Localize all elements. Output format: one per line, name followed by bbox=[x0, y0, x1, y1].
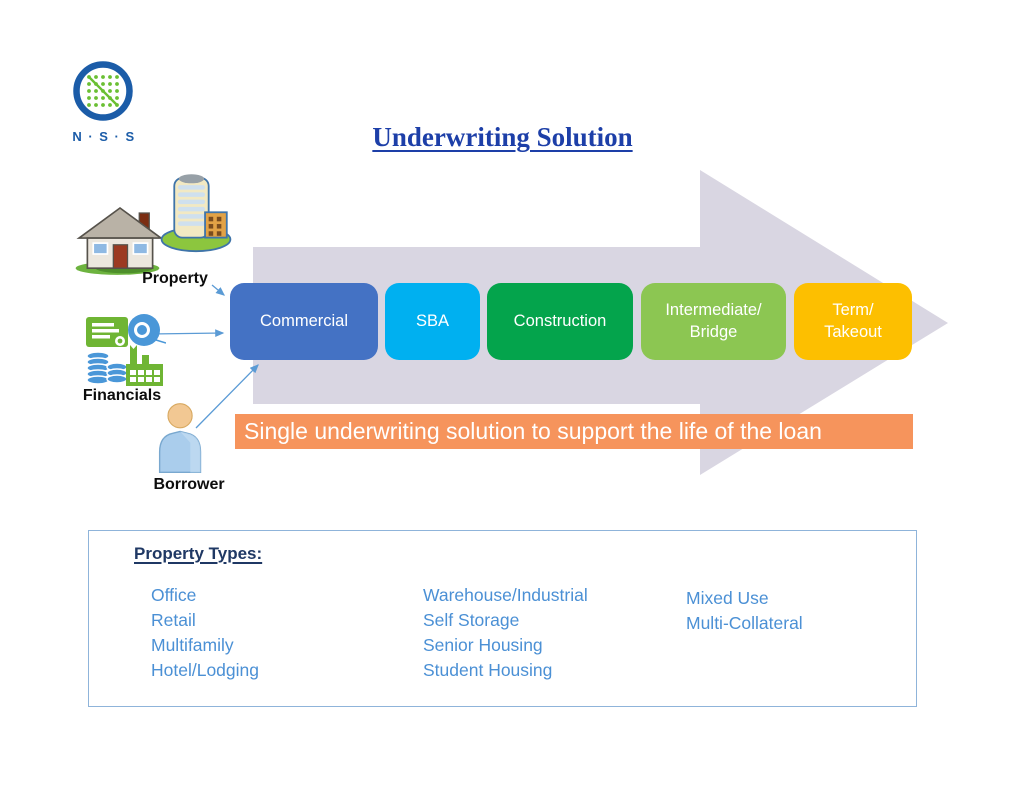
stage-construction: Construction bbox=[487, 283, 633, 360]
house-icon bbox=[75, 206, 164, 275]
stage-label: Commercial bbox=[259, 311, 348, 330]
input-label-financials: Financials bbox=[82, 387, 162, 404]
stage-label: SBA bbox=[415, 311, 450, 330]
property-type-item: Mixed Use bbox=[686, 588, 769, 608]
nss-logo-icon bbox=[73, 61, 133, 121]
property-type-item: Hotel/Lodging bbox=[151, 660, 259, 680]
stage-label: Term/ bbox=[832, 301, 874, 320]
stage-label: Construction bbox=[513, 311, 607, 330]
property-type-item: Student Housing bbox=[423, 660, 553, 680]
stage-sba: SBA bbox=[385, 283, 480, 360]
input-label-property: Property bbox=[142, 270, 208, 287]
logo-text: N · S · S bbox=[72, 129, 136, 144]
property-type-item: Multi-Collateral bbox=[686, 613, 803, 633]
property-types-column-2: Warehouse/Industrial Self Storage Senior… bbox=[423, 583, 588, 683]
property-types-heading: Property Types: bbox=[134, 544, 263, 563]
property-types-column-3: Mixed Use Multi-Collateral bbox=[686, 586, 803, 636]
office-tower-icon bbox=[160, 174, 232, 253]
person-icon bbox=[158, 403, 202, 474]
property-type-item: Office bbox=[151, 585, 197, 605]
company-logo: N · S · S bbox=[68, 60, 140, 144]
stage-intermediate-bridge: Intermediate/Bridge bbox=[641, 283, 786, 360]
property-type-item: Retail bbox=[151, 610, 196, 630]
stage-label: Intermediate/ bbox=[665, 301, 762, 320]
property-type-item: Multifamily bbox=[151, 635, 234, 655]
property-types-column-1: Office Retail Multifamily Hotel/Lodging bbox=[151, 583, 259, 683]
property-type-item: Self Storage bbox=[423, 610, 520, 630]
property-type-item: Warehouse/Industrial bbox=[423, 585, 588, 605]
property-types-box: Property Types: Office Retail Multifamil… bbox=[88, 530, 917, 707]
page-title: Underwriting Solution bbox=[372, 122, 633, 153]
property-type-item: Senior Housing bbox=[423, 635, 543, 655]
single-solution-banner: Single underwriting solution to support … bbox=[235, 414, 913, 449]
stage-commercial: Commercial bbox=[230, 283, 378, 360]
input-label-borrower: Borrower bbox=[153, 476, 225, 493]
financial-documents-icon bbox=[86, 314, 166, 386]
stage-term-takeout: Term/Takeout bbox=[794, 283, 912, 360]
